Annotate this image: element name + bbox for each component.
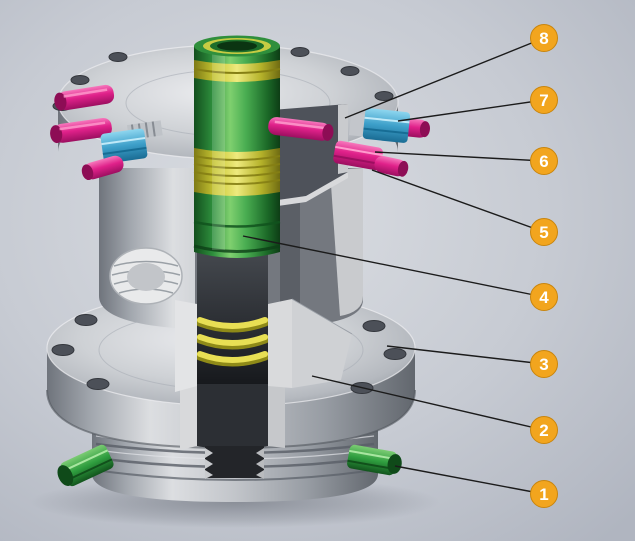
callout-circle-6 bbox=[530, 147, 558, 175]
callout-number-6: 6 bbox=[539, 152, 548, 171]
left-port-fittings bbox=[50, 84, 163, 181]
callout-number-4: 4 bbox=[539, 288, 549, 307]
magenta-test-port bbox=[268, 117, 334, 141]
green-fitting-right bbox=[347, 444, 402, 476]
callout-8: 8 bbox=[530, 24, 558, 52]
bottom-green-fittings bbox=[57, 444, 402, 487]
callout-circle-8 bbox=[530, 24, 558, 52]
callout-number-3: 3 bbox=[539, 355, 548, 374]
leader-line-5 bbox=[371, 169, 545, 233]
callout-circle-1 bbox=[530, 480, 558, 508]
callout-2: 2 bbox=[530, 416, 558, 444]
callout-1: 1 bbox=[530, 480, 558, 508]
callout-circle-2 bbox=[530, 416, 558, 444]
leader-line-4 bbox=[242, 235, 545, 298]
callout-4: 4 bbox=[530, 283, 558, 311]
seal-rings bbox=[195, 317, 270, 367]
callout-5: 5 bbox=[530, 218, 558, 246]
callout-number-1: 1 bbox=[539, 485, 548, 504]
callout-number-7: 7 bbox=[539, 91, 548, 110]
callout-circle-7 bbox=[530, 86, 558, 114]
leader-line-6 bbox=[374, 151, 545, 162]
callout-number-2: 2 bbox=[539, 421, 548, 440]
magenta-gland-right bbox=[333, 140, 383, 171]
callout-6: 6 bbox=[530, 147, 558, 175]
leader-line-3 bbox=[386, 345, 545, 365]
leader-line-7 bbox=[397, 99, 545, 122]
right-port-fittings bbox=[268, 108, 430, 177]
mandrel-thread-band bbox=[193, 148, 281, 196]
green-fitting-left bbox=[57, 444, 114, 487]
callout-number-5: 5 bbox=[539, 223, 548, 242]
callout-3: 3 bbox=[530, 350, 558, 378]
leader-line-2 bbox=[311, 375, 545, 431]
side-outlet-thread bbox=[109, 247, 183, 305]
leader-line-1 bbox=[394, 465, 545, 495]
callout-group: 8 7 6 5 4 3 2 1 bbox=[530, 24, 558, 508]
mandrel-top-rim bbox=[194, 35, 280, 57]
leader-line-8 bbox=[344, 37, 545, 119]
blue-gland-nut-right bbox=[362, 108, 411, 143]
pink-tip-left bbox=[81, 155, 124, 181]
pink-lockscrew-left-upper bbox=[54, 84, 115, 111]
bore-and-seal-rings bbox=[175, 250, 353, 392]
pink-lockscrew-left-lower bbox=[50, 117, 112, 144]
neck-cut-slot bbox=[205, 446, 264, 479]
lower-flange-bolt-holes bbox=[51, 314, 407, 394]
wellhead-illustration bbox=[46, 35, 430, 502]
callout-7: 7 bbox=[530, 86, 558, 114]
callout-circle-5 bbox=[530, 218, 558, 246]
callout-number-8: 8 bbox=[539, 29, 548, 48]
upper-seal-rings bbox=[194, 60, 280, 82]
leader-lines bbox=[242, 37, 545, 495]
lower-flange-cut-slot bbox=[180, 382, 285, 452]
pink-tip-right-lower bbox=[374, 155, 409, 177]
callout-circle-3 bbox=[530, 350, 558, 378]
green-mandrel bbox=[193, 35, 281, 258]
blue-gland-nut-left bbox=[100, 128, 148, 164]
gland-collar-right bbox=[348, 113, 368, 137]
callout-circle-4 bbox=[530, 283, 558, 311]
